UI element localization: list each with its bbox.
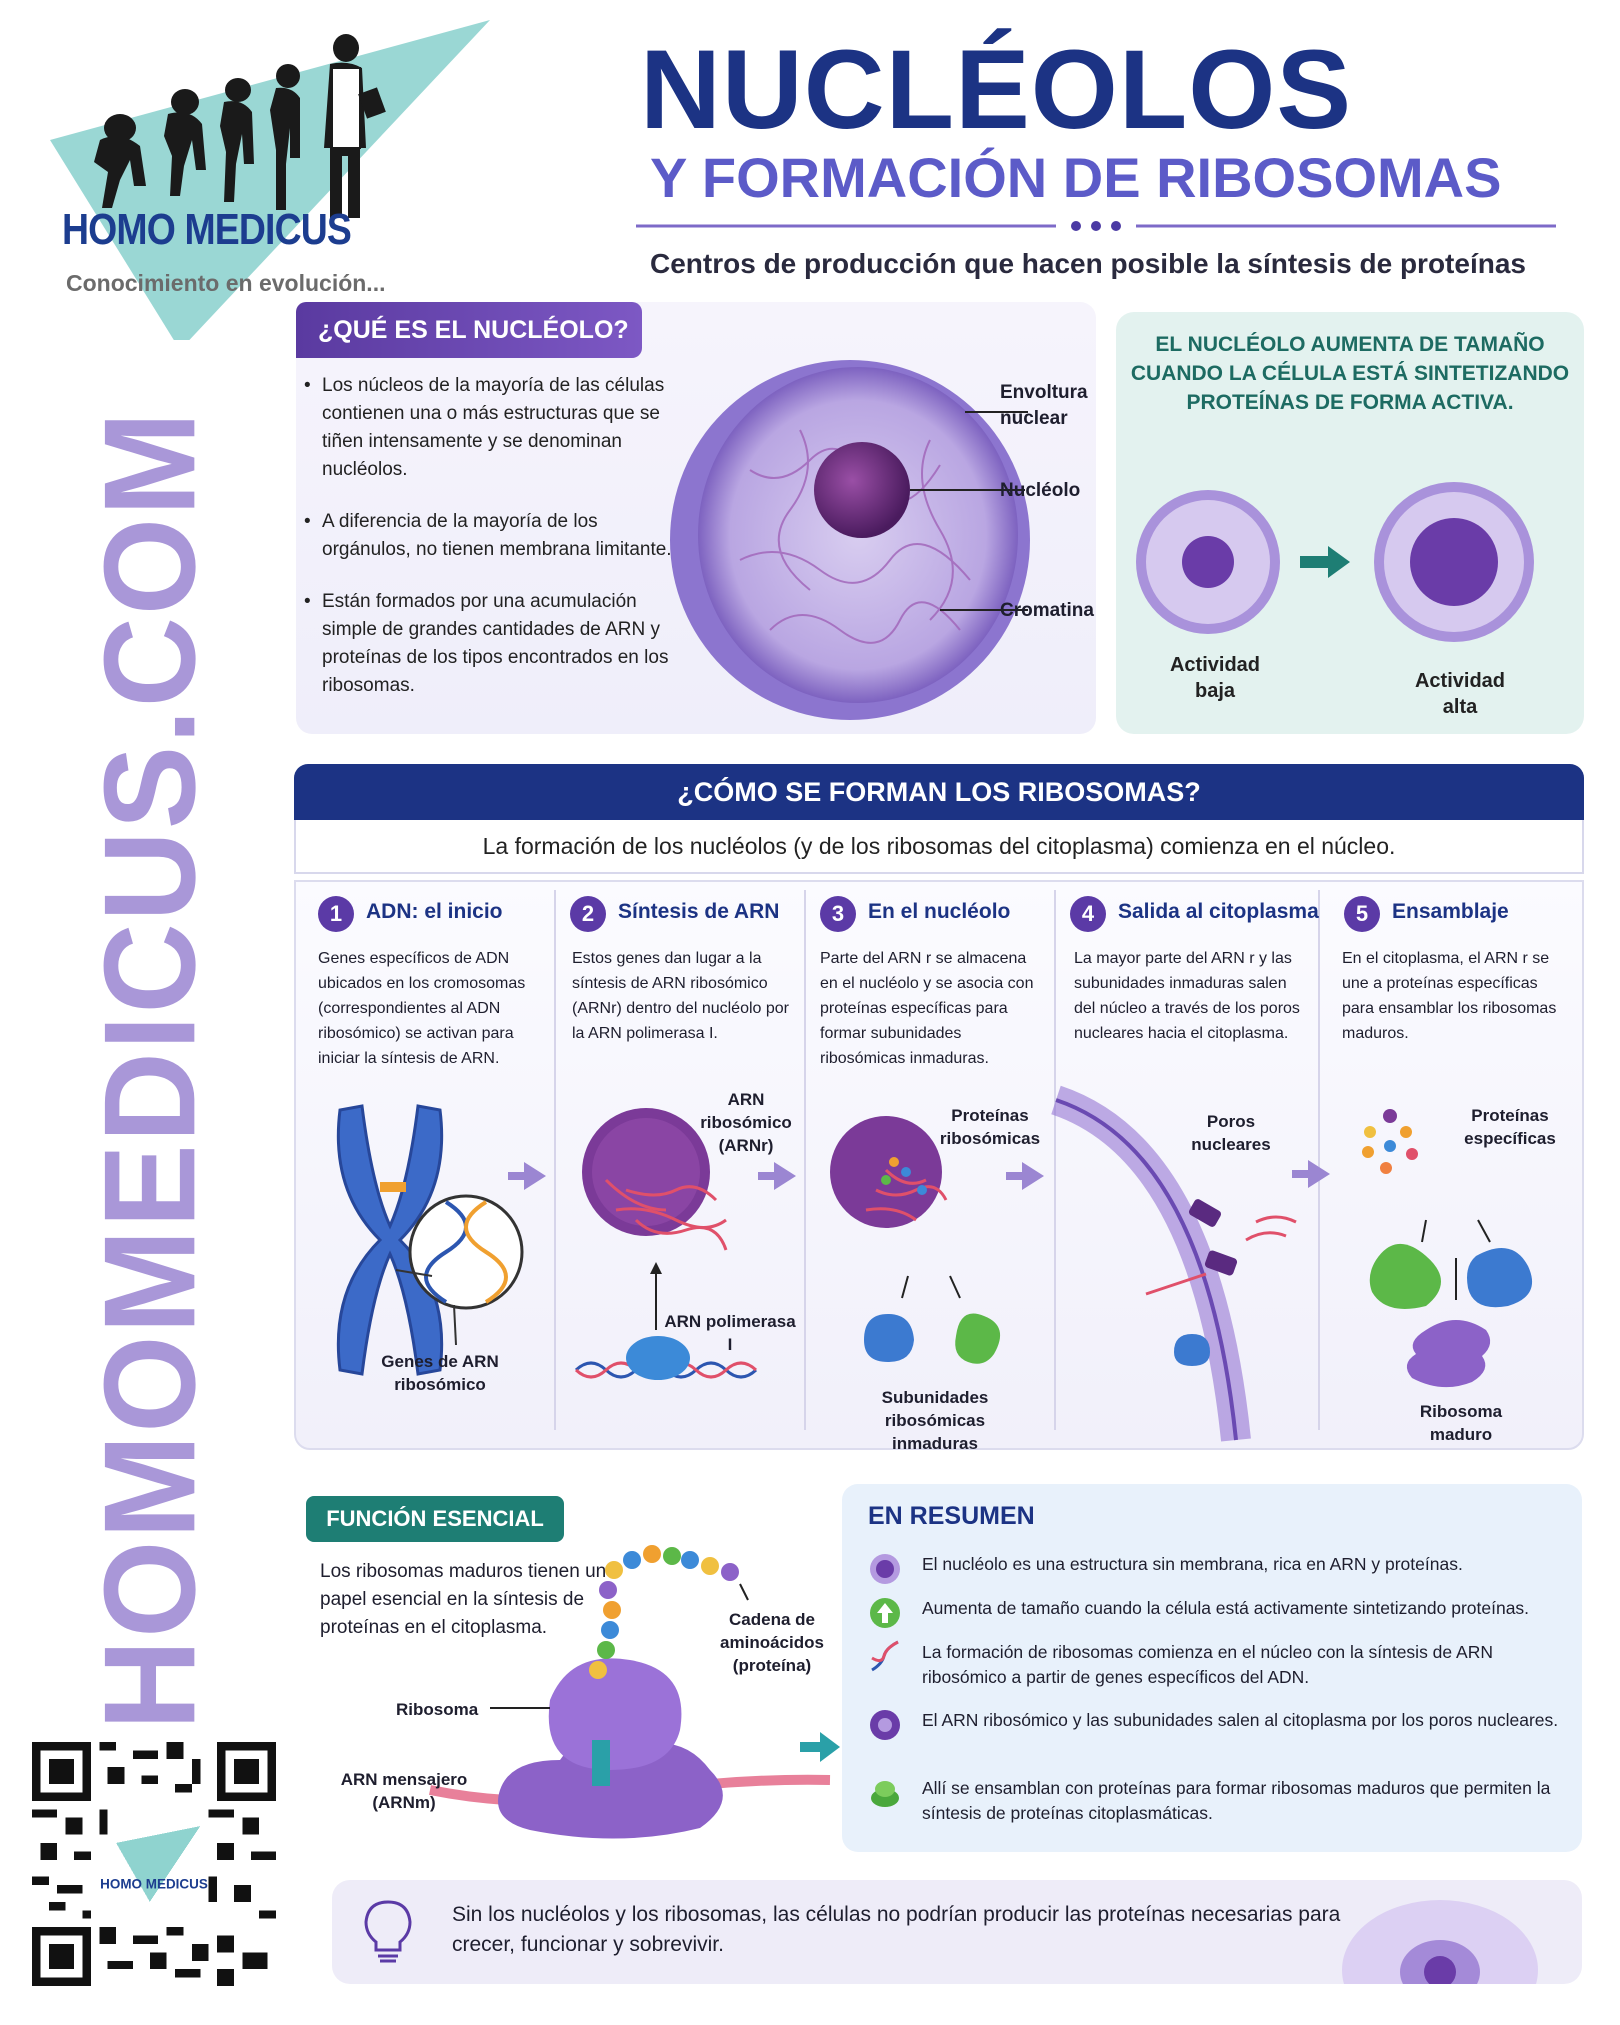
step-divider [1054, 890, 1056, 1430]
label-envoltura: Envoltura nuclear [1000, 382, 1088, 429]
label-poros-nucleares: Poros nucleares [1191, 1112, 1271, 1154]
activity-comparison [1136, 482, 1534, 642]
step-1-text: Genes específicos de ADN ubicados en los… [318, 950, 526, 1067]
qr-code[interactable]: HOMO MEDICUS [32, 1742, 276, 1986]
ribosome-translation-illustration [429, 1545, 840, 1839]
formacion-heading: ¿CÓMO SE FORMAN LOS RIBOSOMAS? [294, 764, 1584, 820]
label-nucleolo: Nucléolo [1000, 480, 1081, 501]
nucleolus-icon [870, 1554, 900, 1584]
resumen-item: Aumenta de tamaño cuando la célula está … [868, 1596, 1568, 1630]
activity-high-label: Actividad alta [1414, 670, 1506, 718]
step-2-text: Estos genes dan lugar a la síntesis de A… [572, 950, 789, 1042]
step-3-number: 3 [820, 896, 856, 932]
step-4-text: La mayor parte del ARN r y las subunidad… [1074, 950, 1300, 1042]
label-arn-polimerasa: ARN polimerasa I [664, 1312, 796, 1354]
arrow-right-icon [800, 1732, 840, 1762]
resumen-item-text: Allí se ensamblan con proteínas para for… [922, 1778, 1551, 1823]
page-subtitle: Y FORMACIÓN DE RIBOSOMAS [650, 146, 1502, 209]
bullet-item: Están formados por una acumulación simpl… [304, 588, 674, 700]
formacion-illustrations [336, 1085, 1533, 1442]
nucleus-illustration [670, 360, 1030, 720]
cell-decoration [1342, 1900, 1538, 1984]
chromosome-icon [336, 1104, 444, 1376]
step-5-number: 5 [1344, 896, 1380, 932]
resumen-item-text: El ARN ribosómico y las subunidades sale… [922, 1710, 1559, 1730]
lightbulb-icon [364, 1900, 412, 1963]
que-es-bullets: Los núcleos de la mayoría de las células… [304, 372, 674, 724]
label-arn-mensajero: ARN mensajero (ARNm) [340, 1770, 468, 1812]
website-text: HOMOMEDICUS.COM [80, 410, 222, 1730]
resumen-item-text: La formación de ribosomas comienza en el… [922, 1642, 1493, 1687]
label-cromatina: Cromatina [1000, 600, 1094, 621]
label-proteinas-especificas: Proteínas específicas [1464, 1106, 1556, 1148]
step-1-title: ADN: el inicio [366, 900, 503, 923]
label-cadena-aminoacidos: Cadena de aminoácidos (proteína) [720, 1610, 824, 1675]
step-3-text: Parte del ARN r se almacena en el nucléo… [820, 950, 1034, 1067]
homo-medicus-logo [50, 20, 490, 340]
nuclear-pore-icon [870, 1710, 900, 1740]
bullet-item: Los núcleos de la mayoría de las células… [304, 372, 674, 484]
que-es-heading: ¿QUÉ ES EL NUCLÉOLO? [296, 302, 642, 358]
resumen-item-text: El nucléolo es una estructura sin membra… [922, 1554, 1463, 1574]
page-tagline: Centros de producción que hacen posible … [650, 248, 1526, 279]
label-ribosoma: Ribosoma [396, 1700, 479, 1719]
step-4-title: Salida al citoplasma [1118, 900, 1319, 923]
resumen-panel [842, 1484, 1582, 1852]
arrow-right-icon [1300, 546, 1350, 578]
label-arn-ribosomico: ARN ribosómico (ARNr) [700, 1090, 792, 1155]
title-divider [636, 221, 1556, 231]
label-subunidades: Subunidades ribosómicas inmaduras [881, 1388, 989, 1453]
resumen-heading: EN RESUMEN [868, 1502, 1035, 1530]
step-5-title: Ensamblaje [1392, 900, 1509, 923]
label-genes-arn: Genes de ARN ribosómico [381, 1352, 499, 1394]
resumen-item-text: Aumenta de tamaño cuando la célula está … [922, 1598, 1530, 1618]
step-2-number: 2 [570, 896, 606, 932]
formacion-intro: La formación de los nucléolos (y de los … [294, 820, 1584, 874]
activity-low-label: Actividad baja [1169, 654, 1261, 702]
funcion-heading: FUNCIÓN ESENCIAL [306, 1496, 564, 1542]
label-ribosoma-maduro: Ribosoma maduro [1419, 1402, 1503, 1444]
funcion-text: Los ribosomas maduros tienen un papel es… [320, 1561, 607, 1638]
resumen-item: La formación de ribosomas comienza en el… [868, 1640, 1568, 1690]
logo-title: HOMO MEDICUS [62, 205, 352, 254]
ribosome-icon [871, 1781, 899, 1807]
website-vertical-text: HOMOMEDICUS.COM [80, 410, 222, 1730]
step-2-title: Síntesis de ARN [618, 900, 780, 923]
logo-tagline: Conocimiento en evolución... [66, 270, 386, 296]
step-4-number: 4 [1070, 896, 1106, 932]
bullet-item: A diferencia de la mayoría de los orgánu… [304, 508, 674, 564]
resumen-item: El ARN ribosómico y las subunidades sale… [868, 1708, 1568, 1742]
step-divider [1318, 890, 1320, 1430]
arrow-up-icon [870, 1598, 900, 1628]
step-3-title: En el nucléolo [868, 900, 1011, 923]
qr-logo-text: HOMO MEDICUS [100, 1876, 208, 1891]
step-divider [804, 890, 806, 1430]
step-1-number: 1 [318, 896, 354, 932]
conclusion-text: Sin los nucléolos y los ribosomas, las c… [452, 1903, 1341, 1956]
step-5-text: En el citoplasma, el ARN r se une a prot… [1342, 950, 1557, 1042]
resumen-item: El nucléolo es una estructura sin membra… [868, 1552, 1568, 1586]
page-title: NUCLÉOLOS [640, 27, 1353, 152]
resumen-item: Allí se ensamblan con proteínas para for… [868, 1776, 1568, 1826]
dna-icon [871, 1640, 899, 1672]
label-proteinas-ribosomicas: Proteínas ribosómicas [939, 1106, 1041, 1148]
tamano-text: EL NUCLÉOLO AUMENTA DE TAMAÑO CUANDO LA … [1130, 333, 1570, 414]
dna-icon [424, 1200, 508, 1304]
step-divider [554, 890, 556, 1430]
